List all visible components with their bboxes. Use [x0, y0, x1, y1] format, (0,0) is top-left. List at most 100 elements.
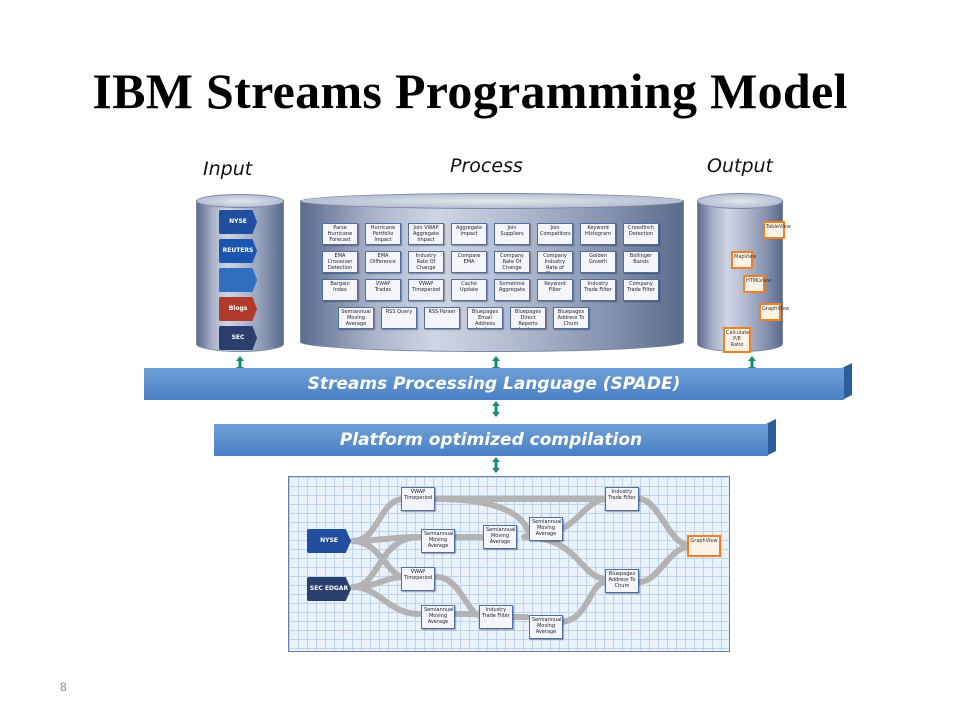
flow-operator-label: Semiannual Moving Average — [532, 519, 562, 537]
process-operator-label: RSS Query — [385, 309, 413, 315]
flow-operator-node: Semiannual Moving Average — [483, 525, 517, 549]
process-operator-label: VWAP Timeperiod — [411, 281, 441, 293]
process-operator-tile: Industry Trade Filter — [580, 279, 616, 301]
process-operator-tile: Company Trade Filter — [623, 279, 659, 301]
input-source-label: Blogs — [228, 305, 248, 312]
process-operator-label: Bargain Index — [330, 281, 350, 293]
process-operator-label: Crossfinch Detection — [628, 225, 654, 237]
flow-operator-label: Semiannual Moving Average — [424, 607, 454, 625]
process-operator-tile: Hurricane Portfolio Impact — [365, 223, 401, 245]
process-operator-label: EMA Difference — [370, 253, 396, 265]
page-number: 8 — [60, 680, 67, 694]
process-operator-label: Bluepages Direct Reports Lookup — [514, 309, 542, 328]
flow-operator-node: Semiannual Moving Average — [529, 517, 563, 541]
flow-operator-label: VWAP Timeperiod — [404, 489, 433, 501]
flow-operator-label: Semiannual Moving Average — [486, 527, 516, 545]
flow-operator-label: VWAP Timeperiod — [404, 569, 433, 581]
input-source-logo: NYSE — [219, 210, 257, 234]
process-operator-label: Join VWAP Aggregate Impact — [412, 225, 440, 243]
process-operator-tile: Join Suppliers — [494, 223, 530, 245]
process-operator-tile: Cache Update — [451, 279, 487, 301]
compilation-bar-label: Platform optimized compilation — [214, 424, 768, 456]
process-operator-tile: Semiannual Moving Average — [338, 307, 374, 329]
flow-sink-node: GraphView — [687, 535, 721, 557]
process-column-label: Process — [450, 155, 523, 177]
output-sink-tile: Calculate P/E Ratio — [723, 327, 751, 353]
input-source-logo: SEC EDGAR — [219, 326, 257, 350]
process-operator-label: Sometime Aggregate — [498, 281, 526, 293]
flow-operator-node: VWAP Timeperiod — [401, 567, 435, 591]
process-operator-tile: Keyword Filter — [537, 279, 573, 301]
process-operator-label: Join Suppliers — [500, 225, 524, 237]
process-operator-label: Cache Update — [459, 281, 479, 293]
slide-title: IBM Streams Programming Model — [92, 63, 848, 119]
process-operator-tile: Parse Hurricane Forecast — [322, 223, 358, 245]
process-operator-label: Company Industry Rate of Change Compare — [543, 253, 567, 272]
bidirectional-arrow-icon — [492, 457, 500, 473]
process-operator-tile: Bargain Index — [322, 279, 358, 301]
process-operator-tile: RSS Parser — [424, 307, 460, 329]
flow-source-label: NYSE — [320, 537, 338, 544]
process-operator-label: RSS Parser — [428, 309, 456, 315]
process-operator-label: Bollinger Bands — [629, 253, 653, 265]
flow-operator-node: Semiannual Moving Average — [421, 605, 455, 629]
input-source-label: NYSE — [229, 218, 247, 225]
process-operator-label: Keyword Histogram — [585, 225, 611, 237]
output-sink-tile: TableView — [763, 221, 791, 239]
input-source-logo — [219, 268, 257, 292]
process-operator-tile: EMA Crossover Detection — [322, 251, 358, 273]
process-operator-tile: Company Industry Rate of Change Compare — [537, 251, 573, 273]
process-operator-tile: Aggregate Impact — [451, 223, 487, 245]
flow-operator-node: VWAP Timeperiod — [401, 487, 435, 511]
flow-operator-label: Bluepages Address To Chum — [608, 571, 636, 589]
spl-bar-label: Streams Processing Language (SPADE) — [144, 368, 844, 400]
flow-operator-label: Semiannual Moving Average — [532, 617, 562, 635]
input-source-label: REUTERS — [222, 247, 254, 254]
flow-operator-node: Semiannual Moving Average — [421, 529, 455, 553]
input-source-logo: REUTERS — [219, 239, 257, 263]
process-operator-label: Aggregate Impact — [455, 225, 483, 237]
process-operator-tile: Bollinger Bands — [623, 251, 659, 273]
process-operator-tile: EMA Difference — [365, 251, 401, 273]
flow-source-label: SEC EDGAR — [309, 585, 349, 592]
compiled-flow-graph: NYSE SEC EDGAR VWAP Timeperiod Industry Tra… — [288, 476, 730, 652]
process-operator-label: Hurricane Portfolio Impact — [370, 225, 396, 243]
process-operator-tile: Company Rate Of Change — [494, 251, 530, 273]
flow-sink-label: GraphView — [690, 538, 718, 544]
process-operator-tile: Compare EMA — [451, 251, 487, 273]
process-operator-tile: Join VWAP Aggregate Impact — [408, 223, 444, 245]
output-sink-label: GraphView — [762, 306, 790, 312]
process-operator-tile: Keyword Histogram — [580, 223, 616, 245]
process-operator-tile: VWAP Timeperiod — [408, 279, 444, 301]
process-operator-label: Industry Rate Of Change — [415, 253, 437, 271]
process-operator-tile: Industry Rate Of Change — [408, 251, 444, 273]
flow-source-logo: SEC EDGAR — [307, 577, 351, 601]
flow-operator-label: Semiannual Moving Average — [424, 531, 454, 549]
flow-graph-connectors — [350, 496, 692, 625]
process-operator-label: Bluepages Email Address Lookup — [471, 309, 499, 328]
spl-layer-bar: Streams Processing Language (SPADE) — [144, 363, 858, 401]
process-operator-tile: Join Competitors — [537, 223, 573, 245]
output-sink-tile: GraphView — [759, 303, 789, 321]
compilation-layer-bar: Platform optimized compilation — [214, 419, 784, 457]
flow-operator-node: Industry Trade Filter — [605, 487, 639, 511]
output-sink-tile: HTMLView — [743, 275, 771, 293]
process-operator-tile: RSS Query — [381, 307, 417, 329]
process-operator-tile: Golden Growth — [580, 251, 616, 273]
input-source-logo: Blogs — [219, 297, 257, 321]
output-sink-label: Calculate P/E Ratio — [726, 330, 750, 348]
output-sink-label: MapView — [734, 254, 757, 260]
bidirectional-arrow-icon — [492, 401, 500, 417]
process-operator-label: Industry Trade Filter — [584, 281, 612, 293]
process-operator-tile: Bluepages Address To Chum — [553, 307, 589, 329]
process-cylinder: Parse Hurricane Forecast Hurricane Portfo… — [300, 193, 684, 356]
flow-operator-node: Semiannual Moving Average — [529, 615, 563, 639]
output-sink-label: HTMLView — [746, 278, 772, 284]
process-operator-label: Bluepages Address To Chum — [557, 309, 585, 327]
process-operator-label: VWAP Trades — [374, 281, 392, 293]
input-column-label: Input — [203, 158, 253, 180]
input-source-label: SEC EDGAR — [226, 334, 250, 365]
output-sink-label: TableView — [766, 224, 791, 230]
